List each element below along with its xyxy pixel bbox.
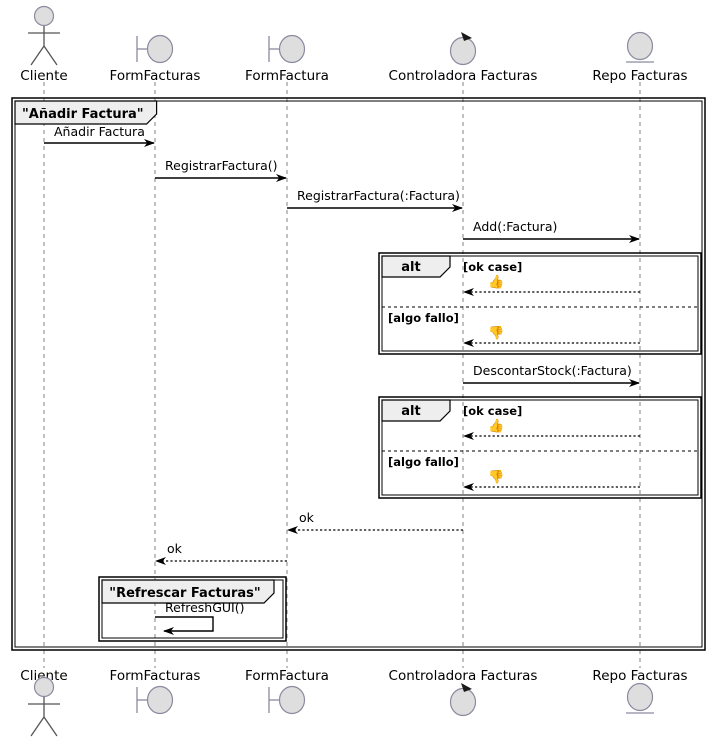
boundary-circle-icon bbox=[278, 34, 306, 64]
frame-anadir-factura-label: "Añadir Factura" bbox=[22, 107, 144, 122]
message-label-m3: RegistrarFactura(:Factura) bbox=[297, 188, 460, 203]
frame-alt-1-label: alt bbox=[401, 260, 420, 275]
message-label-m12: RefreshGUI() bbox=[165, 600, 244, 615]
boundary-circle-icon bbox=[146, 34, 174, 64]
participant-label-repo: Repo Facturas bbox=[592, 68, 687, 84]
message-label-m7: DescontarStock(:Factura) bbox=[473, 363, 632, 378]
participant-label-cliente: Cliente bbox=[20, 68, 67, 84]
message-label-m8: 👍 bbox=[488, 418, 504, 434]
message-label-m11: ok bbox=[167, 541, 183, 556]
frame-alt-1-guard-0: [ok case] bbox=[463, 260, 522, 274]
message-label-m5: 👍 bbox=[488, 274, 504, 290]
entity-circle-icon bbox=[626, 31, 654, 61]
message-label-m4: Add(:Factura) bbox=[473, 219, 557, 234]
actor-head-icon bbox=[33, 676, 55, 698]
message-m4: Add(:Factura) bbox=[463, 219, 640, 243]
boundary-circle-icon bbox=[146, 685, 174, 715]
participant-head-repo[interactable]: Repo Facturas bbox=[592, 31, 688, 85]
participant-label-formfactura: FormFactura bbox=[245, 68, 329, 84]
participant-head-formfacturas[interactable]: FormFacturas bbox=[110, 34, 201, 85]
participant-head-controladora[interactable]: Controladora Facturas bbox=[389, 32, 538, 84]
frame-alt-2: alt [ok case] [algo fallo] bbox=[378, 396, 702, 499]
message-m12: RefreshGUI() bbox=[155, 600, 244, 635]
control-arrow-icon bbox=[461, 683, 472, 692]
message-label-m6: 👎 bbox=[488, 325, 504, 341]
message-label-m9: 👎 bbox=[488, 469, 504, 485]
message-m5: 👍 bbox=[463, 274, 640, 296]
participant-foot-label-formfactura: FormFactura bbox=[245, 668, 329, 684]
message-m7: DescontarStock(:Factura) bbox=[463, 363, 640, 387]
participant-head-formfactura[interactable]: FormFactura bbox=[245, 34, 329, 85]
control-arrow-icon bbox=[461, 32, 472, 41]
message-m3: RegistrarFactura(:Factura) bbox=[287, 188, 463, 212]
participant-foot-cliente[interactable]: Cliente bbox=[20, 668, 68, 737]
frame-alt-2-tab bbox=[381, 399, 451, 422]
participant-foot-label-formfacturas: FormFacturas bbox=[110, 668, 201, 684]
participant-heads-group: Cliente FormFacturas FormFactura Controlado… bbox=[20, 5, 688, 85]
frame-refrescar-facturas-label: "Refrescar Facturas" bbox=[109, 586, 260, 601]
message-m9: 👎 bbox=[463, 469, 640, 491]
entity-circle-icon bbox=[626, 682, 654, 712]
control-circle-icon bbox=[449, 36, 477, 66]
frame-alt-1-tab bbox=[381, 255, 451, 278]
lifelines-group bbox=[43, 82, 641, 668]
frames-group: "Añadir Factura" alt [ok case] [algo fallo]… bbox=[11, 97, 706, 651]
participant-head-cliente[interactable]: Cliente bbox=[20, 5, 68, 85]
frame-anadir-factura: "Añadir Factura" bbox=[11, 97, 706, 651]
message-m11: ok bbox=[155, 541, 287, 565]
participant-label-formfacturas: FormFacturas bbox=[110, 68, 201, 84]
message-m10: ok bbox=[287, 510, 463, 534]
participant-foot-label-cliente: Cliente bbox=[20, 668, 67, 684]
frame-alt-2-label: alt bbox=[401, 404, 420, 419]
participant-foot-label-repo: Repo Facturas bbox=[592, 668, 687, 684]
participant-label-controladora: Controladora Facturas bbox=[389, 68, 538, 84]
message-label-m1: Añadir Factura bbox=[54, 124, 145, 139]
frame-alt-1: alt [ok case] [algo fallo] bbox=[378, 252, 702, 355]
frame-anadir-factura-tab bbox=[14, 100, 158, 125]
control-circle-icon bbox=[449, 687, 477, 717]
actor-head-icon bbox=[33, 5, 55, 27]
frame-alt-2-guard-0: [ok case] bbox=[463, 404, 522, 418]
message-m6: 👎 bbox=[463, 325, 640, 347]
message-m8: 👍 bbox=[463, 418, 640, 440]
message-m1: Añadir Factura bbox=[44, 124, 155, 147]
participant-foot-label-controladora: Controladora Facturas bbox=[389, 668, 538, 684]
message-label-m2: RegistrarFactura() bbox=[165, 158, 278, 173]
frame-refrescar-facturas: "Refrescar Facturas" bbox=[98, 576, 287, 642]
participant-feet-group: Cliente FormFacturas FormFactura Controlado… bbox=[20, 668, 688, 737]
participant-foot-controladora[interactable]: Controladora Facturas bbox=[389, 668, 538, 717]
self-call-arrow bbox=[155, 616, 214, 635]
boundary-circle-icon bbox=[278, 685, 306, 715]
frame-refrescar-facturas-tab bbox=[101, 579, 275, 604]
participant-foot-formfactura[interactable]: FormFactura bbox=[245, 668, 329, 715]
message-m2: RegistrarFactura() bbox=[155, 158, 287, 182]
frame-alt-2-guard-1: [algo fallo] bbox=[388, 455, 459, 469]
participant-foot-repo[interactable]: Repo Facturas bbox=[592, 668, 688, 714]
participant-foot-formfacturas[interactable]: FormFacturas bbox=[110, 668, 201, 715]
frame-alt-1-guard-1: [algo fallo] bbox=[388, 311, 459, 325]
message-label-m10: ok bbox=[299, 510, 315, 525]
